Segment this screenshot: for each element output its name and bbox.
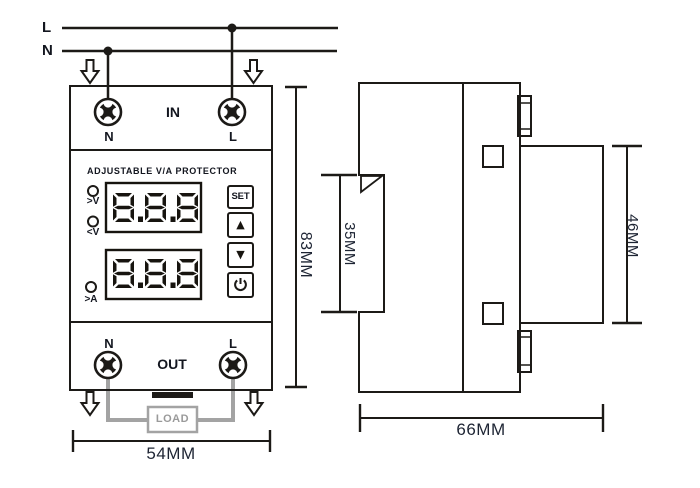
dimension-width-lines <box>71 430 272 452</box>
front-view-outline <box>69 85 273 391</box>
out-section-label: OUT <box>157 356 187 372</box>
terminal-screw-icon <box>218 350 248 380</box>
dimension-depth-lines <box>358 404 605 432</box>
dimension-height-label: 83MM <box>297 231 314 279</box>
mount-slot <box>482 145 504 168</box>
flow-arrow-icon <box>244 59 263 84</box>
load-wiring <box>106 364 235 434</box>
down-button: ▼ <box>227 242 254 268</box>
under-voltage-label: <V <box>86 227 100 238</box>
over-current-led <box>85 281 97 293</box>
in-terminal-l-label: L <box>229 129 237 144</box>
supply-wiring <box>62 23 338 103</box>
set-button: SET <box>227 185 254 209</box>
terminal-screw-icon <box>93 97 123 127</box>
side-view-outline <box>358 82 604 393</box>
mount-slot <box>482 302 504 325</box>
front-panel-profile <box>519 145 604 324</box>
junction-dot <box>103 46 113 56</box>
neutral-wire-label: N <box>42 42 53 59</box>
in-section-label: IN <box>166 104 180 120</box>
over-voltage-label: >V <box>86 196 100 207</box>
load-box <box>146 405 199 434</box>
terminal-screw-icon <box>93 350 123 380</box>
over-voltage-led <box>87 185 99 197</box>
rail-hook <box>360 175 385 194</box>
over-current-label: >A <box>84 294 98 305</box>
flow-arrow-icon <box>80 391 100 416</box>
up-button: ▲ <box>227 212 254 238</box>
flow-arrow-icon <box>80 59 100 84</box>
load-label: LOAD <box>155 413 190 425</box>
live-wire-label: L <box>42 19 52 36</box>
under-voltage-led <box>87 215 99 228</box>
dimension-din-rail-lines <box>321 173 357 314</box>
in-terminal-n-label: N <box>104 129 114 144</box>
dimension-width-label: 54MM <box>146 444 196 463</box>
top-clip <box>517 95 532 137</box>
junction-dot <box>227 23 237 33</box>
flow-arrow-icon <box>244 391 264 416</box>
dimension-panel-height-label: 46MM <box>624 214 641 258</box>
dimension-height-lines <box>285 85 307 389</box>
current-display <box>104 248 203 301</box>
power-button <box>227 272 254 298</box>
voltage-display <box>104 181 203 234</box>
terminal-screw-icon <box>217 97 247 127</box>
out-terminal-n-label: N <box>104 336 114 351</box>
din-clip-tab <box>152 392 193 398</box>
bottom-clip <box>517 330 532 373</box>
dimension-panel-height-lines <box>612 144 642 325</box>
dimension-depth-label: 66MM <box>456 420 506 439</box>
panel-title: ADJUSTABLE V/A PROTECTOR <box>87 166 238 176</box>
power-icon <box>234 278 247 292</box>
out-terminal-l-label: L <box>229 336 237 351</box>
dimension-din-rail-label: 35MM <box>341 222 358 266</box>
